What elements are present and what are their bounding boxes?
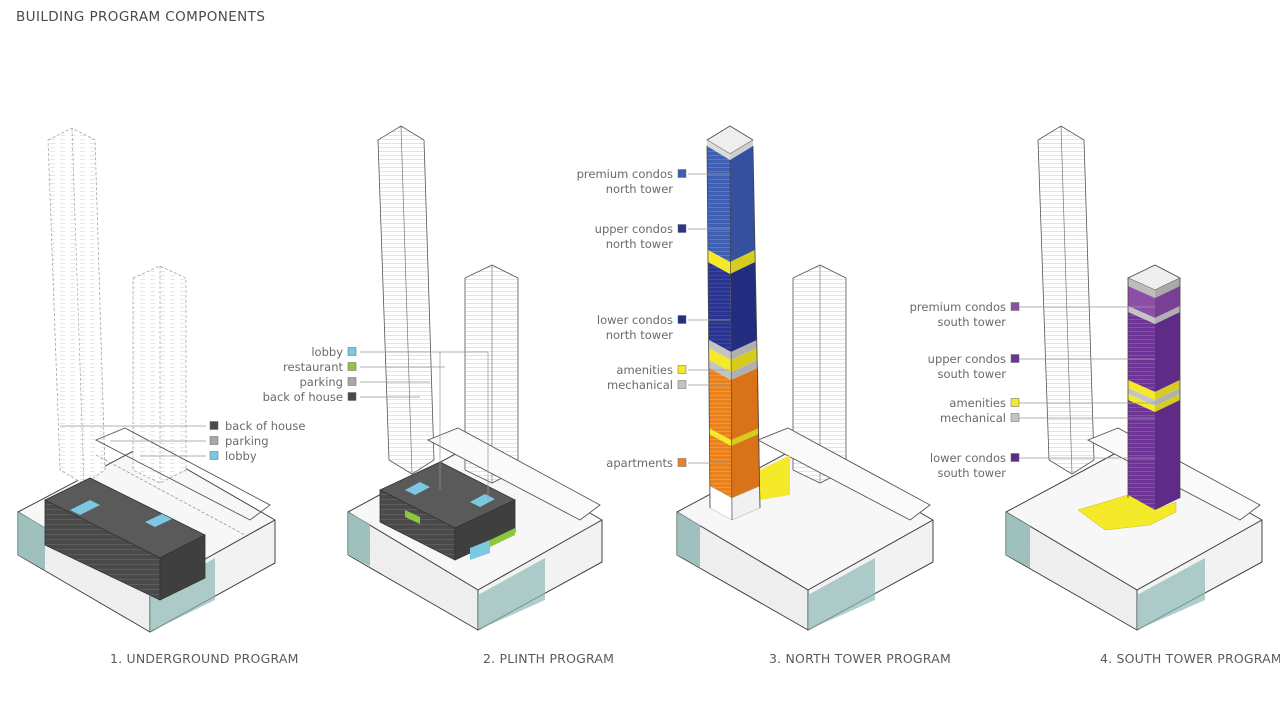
north-tower bbox=[377, 125, 435, 475]
north-tower bbox=[1037, 125, 1095, 475]
legend-swatch-premium-condos-north-tower bbox=[677, 169, 687, 178]
legend-swatch-restaurant bbox=[347, 362, 357, 371]
legend-label-parking: parking bbox=[299, 375, 343, 389]
legend-label-back-of-house: back of house bbox=[263, 390, 343, 404]
caption-underground: 1. UNDERGROUND PROGRAM bbox=[110, 651, 299, 666]
north-tower-colored bbox=[706, 125, 790, 521]
legend-swatch-amenities bbox=[1010, 398, 1020, 407]
legend-swatch-lobby bbox=[209, 451, 219, 460]
legend-swatch-parking bbox=[209, 436, 219, 445]
legend-label-premium-condos-north-tower-2: north tower bbox=[606, 182, 674, 196]
legend-label-upper-condos-north-tower-1: upper condos bbox=[595, 222, 673, 236]
legend-swatch-lower-condos-north-tower bbox=[677, 315, 687, 324]
plinth-outline bbox=[94, 427, 271, 521]
legend-label-amenities: amenities bbox=[616, 363, 673, 377]
plinth-outline bbox=[426, 427, 601, 521]
legend-label-mechanical: mechanical bbox=[607, 378, 673, 392]
legend-label-mechanical: mechanical bbox=[940, 411, 1006, 425]
legend-label-amenities: amenities bbox=[949, 396, 1006, 410]
legend-label-premium-condos-south-tower-2: south tower bbox=[937, 315, 1006, 329]
legend-swatch-parking bbox=[347, 377, 357, 386]
north-tower-outline bbox=[47, 127, 106, 485]
south-tower-outline bbox=[132, 265, 187, 484]
legend-label-premium-condos-south-tower-1: premium condos bbox=[910, 300, 1006, 314]
legend-label-apartments: apartments bbox=[606, 456, 673, 470]
legend-label-lower-condos-south-tower-1: lower condos bbox=[930, 451, 1006, 465]
legend-swatch-back-of-house bbox=[347, 392, 357, 401]
caption-south-tower: 4. SOUTH TOWER PROGRAM bbox=[1100, 651, 1280, 666]
caption-plinth: 2. PLINTH PROGRAM bbox=[483, 651, 614, 666]
legend-label-upper-condos-south-tower-2: south tower bbox=[937, 367, 1006, 381]
legend-group: back of houseparkinglobbylobbyrestaurant… bbox=[209, 167, 1020, 480]
plinth-outline bbox=[756, 427, 931, 521]
legend-swatch-apartments bbox=[677, 458, 687, 467]
legend-swatch-premium-condos-south-tower bbox=[1010, 302, 1020, 311]
legend-label-back-of-house: back of house bbox=[225, 419, 305, 433]
legend-swatch-lower-condos-south-tower bbox=[1010, 453, 1020, 462]
legend-label-upper-condos-south-tower-1: upper condos bbox=[928, 352, 1006, 366]
legend-swatch-amenities bbox=[677, 365, 687, 374]
legend-swatch-upper-condos-north-tower bbox=[677, 224, 687, 233]
panel-2-plinth bbox=[347, 125, 603, 631]
legend-label-lower-condos-south-tower-2: south tower bbox=[937, 466, 1006, 480]
panel-3-north-tower bbox=[676, 125, 934, 631]
diagram-title: BUILDING PROGRAM COMPONENTS bbox=[16, 9, 266, 25]
back-of-house-mass bbox=[44, 477, 206, 601]
legend-swatch-mechanical bbox=[1010, 413, 1020, 422]
legend-swatch-back-of-house bbox=[209, 421, 219, 430]
legend-label-lobby: lobby bbox=[311, 345, 343, 359]
caption-north-tower: 3. NORTH TOWER PROGRAM bbox=[769, 651, 951, 666]
legend-label-upper-condos-north-tower-2: north tower bbox=[606, 237, 674, 251]
legend-label-lower-condos-north-tower-2: north tower bbox=[606, 328, 674, 342]
panel-1-underground bbox=[17, 127, 276, 633]
legend-label-parking: parking bbox=[225, 434, 269, 448]
legend-swatch-mechanical bbox=[677, 380, 687, 389]
panel-4-south-tower bbox=[1005, 125, 1263, 631]
plinth-program-mass bbox=[379, 461, 516, 561]
legend-swatch-upper-condos-south-tower bbox=[1010, 354, 1020, 363]
legend-label-restaurant: restaurant bbox=[283, 360, 343, 374]
legend-swatch-lobby bbox=[347, 347, 357, 356]
legend-label-lobby: lobby bbox=[225, 449, 257, 463]
legend-label-premium-condos-north-tower-1: premium condos bbox=[577, 167, 673, 181]
legend-label-lower-condos-north-tower-1: lower condos bbox=[597, 313, 673, 327]
